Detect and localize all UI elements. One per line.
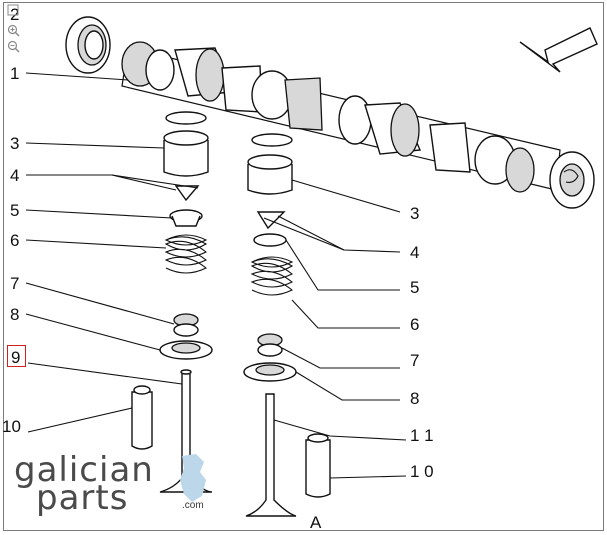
right-valve-assembly	[243, 133, 331, 517]
label-view-a: A	[310, 513, 322, 532]
logo-line-1: galician	[14, 450, 154, 490]
left-valve-assembly	[131, 111, 213, 493]
direction-arrow-icon	[519, 27, 598, 73]
zoom-out-icon[interactable]	[7, 40, 20, 53]
label-7-right[interactable]: 7	[410, 351, 419, 370]
logo-map-icon	[180, 454, 206, 502]
label-1[interactable]: 1	[10, 64, 19, 83]
label-10-left[interactable]: 10	[2, 417, 21, 436]
label-5-left[interactable]: 5	[10, 201, 19, 220]
label-8-right[interactable]: 8	[410, 389, 419, 408]
label-6-right[interactable]: 6	[410, 315, 419, 334]
camshaft	[121, 41, 595, 209]
diagram-frame	[3, 2, 604, 531]
label-3-left[interactable]: 3	[10, 134, 19, 153]
label-5-right[interactable]: 5	[410, 278, 419, 297]
logo-domain: .com	[182, 500, 204, 511]
label-10-right[interactable]: 1 0	[410, 462, 434, 481]
camshaft-seal	[65, 16, 111, 74]
label-4-left[interactable]: 4	[10, 166, 19, 185]
label-7-left[interactable]: 7	[10, 274, 19, 293]
label-3-right[interactable]: 3	[410, 204, 419, 223]
fit-icon[interactable]	[7, 4, 20, 17]
leader-lines	[25, 72, 407, 479]
label-8-left[interactable]: 8	[10, 305, 19, 324]
label-11[interactable]: 1 1	[410, 426, 434, 445]
logo-line-2: parts	[36, 478, 129, 518]
zoom-in-icon[interactable]	[7, 24, 20, 37]
label-6-left[interactable]: 6	[10, 231, 19, 250]
label-9[interactable]: 9	[11, 348, 20, 367]
label-4-right[interactable]: 4	[410, 243, 419, 262]
galicianparts-logo: galician parts .com	[14, 450, 214, 520]
selected-part-highlight[interactable]	[7, 345, 26, 367]
